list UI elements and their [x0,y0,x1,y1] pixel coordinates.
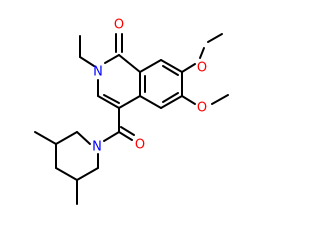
bond-o-ch3-6 [211,94,229,105]
bonds [34,33,229,205]
bond-c3-c4 [97,95,120,109]
bond-c6-c5 [160,95,183,109]
atom-labels: O N O O O N [92,18,207,155]
bond-c6-c5-double [162,92,179,103]
bond-pip-c4-c5 [55,167,78,181]
bond-amide-c-n [103,131,120,142]
atom-o-methoxy-7: O [197,61,207,76]
bond-pip-c2-c3 [55,131,78,145]
bond-c3-c4-double [103,94,120,104]
bond-c8-c7-double [162,65,179,76]
atom-o-carbonyl-ring: O [114,18,124,33]
bond-pip-c3-methyl [34,131,57,145]
bond-pip-n-c2 [76,131,91,145]
bond-c4-c4a [118,95,141,109]
bond-c8a-c1 [118,54,141,73]
bond-o-ch3-7 [207,33,223,43]
atom-n-ring: N [93,65,103,80]
bond-amide-c-o-double [120,126,135,136]
bond-n-ethyl-ch2 [79,56,95,67]
bond-o-up-7 [199,47,205,59]
atom-o-amide: O [135,138,145,153]
bond-c8a-c8 [139,59,162,73]
bond-amide-c-o [118,131,133,141]
molecule-structure: O N O O O N [34,18,229,205]
atom-o-methoxy-6: O [197,101,207,116]
atom-n-piperidine: N [92,140,102,155]
bond-c1-n [104,54,120,64]
bond-c5-c4a [139,95,162,109]
bond-c8-c7 [160,59,183,73]
bond-pip-c5-c6 [76,167,99,181]
bond-c6-o [181,95,196,105]
bond-c7-o [181,63,196,73]
